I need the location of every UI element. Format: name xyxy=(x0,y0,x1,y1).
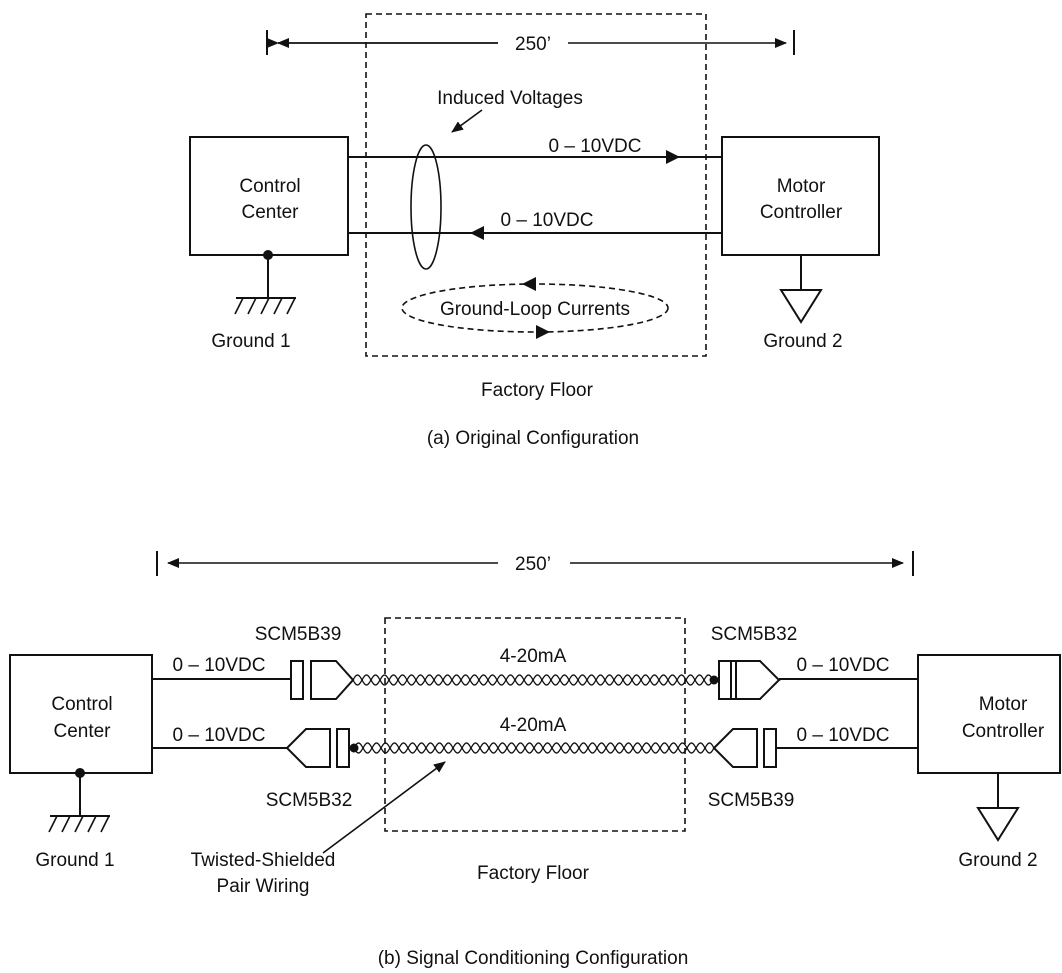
ground2-label-b: Ground 2 xyxy=(958,850,1037,871)
ground-loop-arrow-bottom xyxy=(536,325,550,339)
distance-dimension-a: 250’ xyxy=(266,30,795,55)
module-top-left-label: SCM5B39 xyxy=(255,624,342,645)
control-center-label-b-line2: Center xyxy=(53,721,111,742)
module-top-right xyxy=(709,660,782,700)
induced-voltage-pointer xyxy=(451,109,483,133)
motor-controller-box-b xyxy=(917,654,1061,774)
module-top-right-label: SCM5B32 xyxy=(711,624,798,645)
right-top-signal-label: 0 – 10VDC xyxy=(797,655,890,676)
twisted-pair-bottom xyxy=(353,742,715,754)
module-bottom-left xyxy=(285,728,359,768)
signal-label-bottom-a: 0 – 10VDC xyxy=(501,210,594,231)
motor-controller-label-b-line1: Motor xyxy=(979,694,1028,715)
induced-voltages-label: Induced Voltages xyxy=(437,88,583,109)
motor-controller-label-a-line1: Motor xyxy=(777,176,826,197)
module-bottom-right xyxy=(712,728,777,768)
ground1-symbol-a xyxy=(234,250,296,315)
signal-arrow-bottom-a xyxy=(470,226,484,240)
factory-floor-area-a xyxy=(365,13,707,357)
module-top-left xyxy=(290,660,355,700)
twisted-pair-pointer xyxy=(322,761,446,854)
induced-voltage-ellipse xyxy=(410,144,442,270)
factory-floor-label-b: Factory Floor xyxy=(477,863,590,884)
motor-controller-label-b-line2: Controller xyxy=(962,721,1045,742)
ground1-label-b: Ground 1 xyxy=(35,850,114,871)
caption-b: (b) Signal Conditioning Configuration xyxy=(378,948,689,969)
ground-loop-label: Ground-Loop Currents xyxy=(440,299,630,320)
ground1-symbol-b xyxy=(48,768,110,833)
left-bottom-signal-label: 0 – 10VDC xyxy=(173,725,266,746)
distance-dimension-b: 250’ xyxy=(156,551,914,576)
control-center-label-a-line2: Center xyxy=(241,202,299,223)
distance-label-b: 250’ xyxy=(515,554,551,575)
factory-floor-area-b xyxy=(384,617,686,832)
ground2-label-a: Ground 2 xyxy=(763,331,842,352)
ground2-symbol-b xyxy=(976,773,1020,842)
control-center-label-a-line1: Control xyxy=(239,176,300,197)
ground1-label-a: Ground 1 xyxy=(211,331,290,352)
control-center-label-b-line1: Control xyxy=(51,694,112,715)
ground-loop-arrow-top xyxy=(522,277,536,291)
config-b: 250’ Control Center Motor Controller 0 –… xyxy=(9,551,1061,969)
motor-controller-label-a-line2: Controller xyxy=(760,202,843,223)
config-a: 250’ Control Center Motor Controller 0 –… xyxy=(189,13,880,449)
signal-arrow-top-a xyxy=(666,150,680,164)
current-label-top: 4-20mA xyxy=(500,646,567,667)
control-center-box-a xyxy=(189,136,349,256)
motor-controller-box-a xyxy=(721,136,880,256)
right-bottom-signal-label: 0 – 10VDC xyxy=(797,725,890,746)
distance-label-a: 250’ xyxy=(515,34,551,55)
module-bottom-left-label: SCM5B32 xyxy=(266,790,353,811)
module-bottom-right-label: SCM5B39 xyxy=(708,790,795,811)
twisted-pair-label-line1: Twisted-Shielded xyxy=(191,850,336,871)
caption-a: (a) Original Configuration xyxy=(427,428,639,449)
twisted-pair-top xyxy=(352,674,715,686)
ground2-symbol-a xyxy=(779,255,823,324)
factory-floor-label-a: Factory Floor xyxy=(481,380,594,401)
current-label-bottom: 4-20mA xyxy=(500,715,567,736)
control-center-box-b xyxy=(9,654,153,774)
left-top-signal-label: 0 – 10VDC xyxy=(173,655,266,676)
twisted-pair-label-line2: Pair Wiring xyxy=(217,876,310,897)
signal-label-top-a: 0 – 10VDC xyxy=(549,136,642,157)
